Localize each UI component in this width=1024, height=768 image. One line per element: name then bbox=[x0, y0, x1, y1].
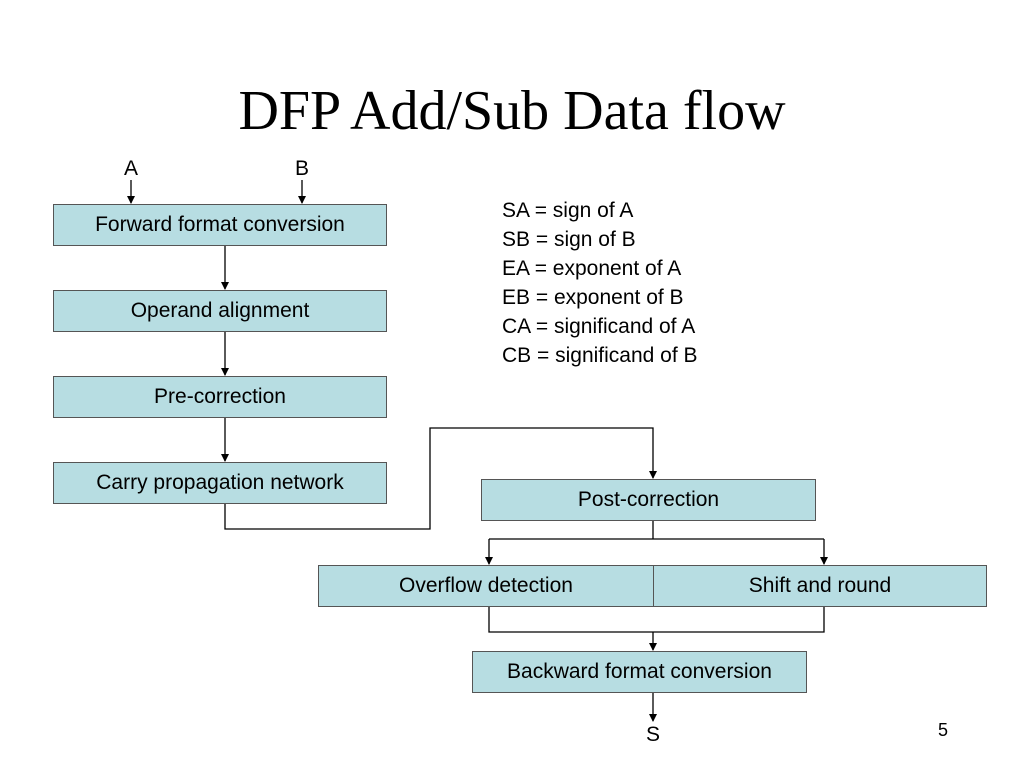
carry-propagation-network-block: Carry propagation network bbox=[53, 462, 387, 504]
forward-format-conversion-block: Forward format conversion bbox=[53, 204, 387, 246]
overflow-detection-block: Overflow detection bbox=[318, 565, 654, 607]
output-s-label: S bbox=[646, 723, 661, 746]
shift-and-round-block: Shift and round bbox=[653, 565, 987, 607]
abbreviation-legend: SA = sign of A SB = sign of B EA = expon… bbox=[502, 196, 698, 370]
input-b-label: B bbox=[295, 157, 310, 180]
post-correction-block: Post-correction bbox=[481, 479, 816, 521]
legend-item: CA = significand of A bbox=[502, 315, 696, 338]
merge-bar bbox=[488, 607, 825, 633]
page-number: 5 bbox=[938, 720, 949, 740]
legend-item: SA = sign of A bbox=[502, 199, 634, 222]
backward-format-conversion-block: Backward format conversion bbox=[472, 651, 807, 693]
legend-item: SB = sign of B bbox=[502, 228, 636, 251]
legend-item: EB = exponent of B bbox=[502, 286, 684, 309]
operand-alignment-block: Operand alignment bbox=[53, 290, 387, 332]
input-a-label: A bbox=[124, 157, 139, 180]
arrow-to-post-correction bbox=[224, 427, 657, 530]
legend-item: EA = exponent of A bbox=[502, 257, 682, 280]
legend-item: CB = significand of B bbox=[502, 344, 698, 367]
slide-title: DFP Add/Sub Data flow bbox=[238, 80, 786, 142]
pre-correction-block: Pre-correction bbox=[53, 376, 387, 418]
